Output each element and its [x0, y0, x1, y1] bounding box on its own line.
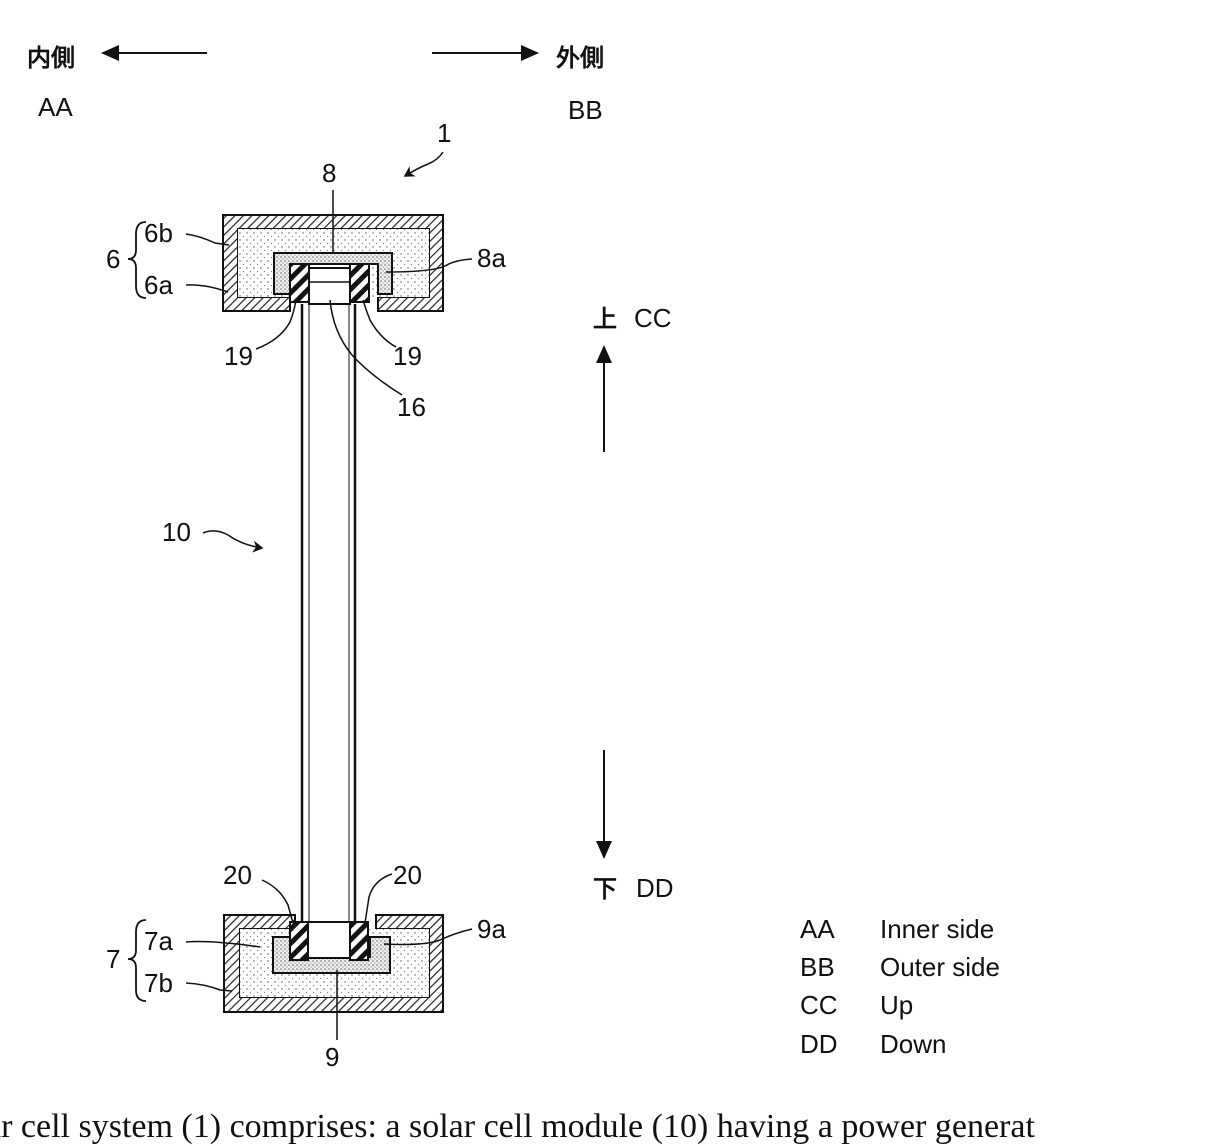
upper-seal-left: [290, 264, 309, 302]
legend-meaning-cc: Up: [880, 990, 913, 1020]
module-top-edge: [309, 268, 350, 304]
legend-meaning-bb: Outer side: [880, 952, 1000, 982]
lower-frame: [224, 915, 443, 1012]
label-upper-frame-inner: 6a: [144, 270, 173, 300]
up-jp-label: 上: [593, 305, 617, 333]
label-lower-holder-groove: 9a: [477, 914, 506, 944]
label-lower-frame-inner: 7a: [144, 926, 173, 956]
label-module: 10: [162, 517, 191, 547]
label-system: 1: [437, 118, 451, 148]
up-code: CC: [634, 303, 672, 333]
module-bottom-edge: [308, 922, 350, 958]
legend-meaning-dd: Down: [880, 1029, 946, 1059]
label-lower-holder: 9: [325, 1042, 339, 1072]
lower-seal-right: [350, 922, 368, 960]
label-top-edge: 16: [397, 392, 426, 422]
label-upper-seal-left: 19: [224, 341, 253, 371]
outer-side-jp-label: 外側: [556, 44, 604, 72]
legend-code-aa: AA: [800, 914, 835, 944]
upper-seal-right: [350, 264, 369, 302]
down-jp-label: 下: [593, 875, 617, 903]
label-lower-seal-right: 20: [393, 860, 422, 890]
leader-upper-frame-inner: [186, 285, 228, 292]
outer-side-code: BB: [568, 95, 603, 125]
leader-module: [203, 531, 262, 548]
label-lower-frame: 7: [106, 944, 120, 974]
label-upper-holder: 8: [322, 158, 336, 188]
label-lower-seal-left: 20: [223, 860, 252, 890]
legend-code-cc: CC: [800, 990, 838, 1020]
solar-module: [302, 304, 355, 928]
leader-top-edge: [330, 300, 402, 395]
leader-system: [405, 152, 443, 176]
label-lower-frame-outer: 7b: [144, 968, 173, 998]
legend-code-dd: DD: [800, 1029, 838, 1059]
legend-code-bb: BB: [800, 952, 835, 982]
legend: AA Inner side BB Outer side CC Up DD Dow…: [800, 914, 1000, 1059]
down-code: DD: [636, 873, 674, 903]
inner-side-jp-label: 内側: [27, 44, 75, 72]
inner-side-code: AA: [38, 92, 73, 122]
label-upper-seal-right: 19: [393, 341, 422, 371]
label-upper-frame-outer: 6b: [144, 218, 173, 248]
legend-meaning-aa: Inner side: [880, 914, 994, 944]
lower-seal-left: [290, 922, 308, 960]
label-upper-holder-groove: 8a: [477, 243, 506, 273]
caption-text: ar cell system (1) comprises: a solar ce…: [0, 1108, 1215, 1146]
label-upper-frame: 6: [106, 244, 120, 274]
